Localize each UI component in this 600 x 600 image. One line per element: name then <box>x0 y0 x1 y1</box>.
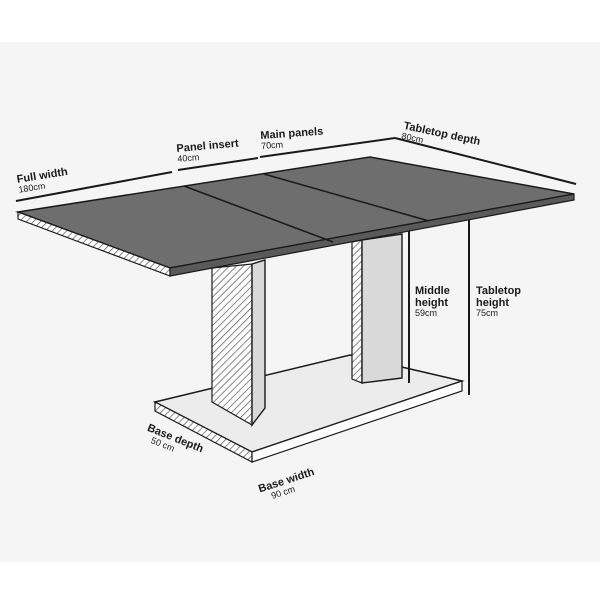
panel-insert-line <box>177 157 259 171</box>
front-pedestal-side <box>211 263 253 427</box>
front-pedestal-front <box>251 259 266 428</box>
panel-seam-2 <box>263 173 430 222</box>
back-pedestal-side <box>351 239 363 384</box>
tabletop-height-name-2: height <box>476 297 509 310</box>
tabletop-side-edge <box>169 193 575 277</box>
middle-height-label: Middle height 59cm <box>415 285 450 319</box>
middle-height-value: 59cm <box>415 308 438 319</box>
tabletop-depth-line <box>394 137 577 185</box>
main-panels-line <box>259 137 396 158</box>
back-pedestal-front <box>361 233 403 384</box>
tabletop-height-value: 75cm <box>476 308 499 319</box>
panel-seam-1 <box>183 185 334 243</box>
tabletop-height-name-1: Tabletop <box>476 285 522 297</box>
tabletop-height-label: Tabletop height 75cm <box>476 285 521 319</box>
base-side-edge <box>251 380 463 463</box>
full-width-line <box>15 171 173 202</box>
diagram-background <box>0 42 600 562</box>
middle-height-name-1: Middle <box>415 285 450 297</box>
middle-height-name-2: height <box>415 297 448 310</box>
main-panels-label: Main panels 70cm <box>260 126 324 152</box>
